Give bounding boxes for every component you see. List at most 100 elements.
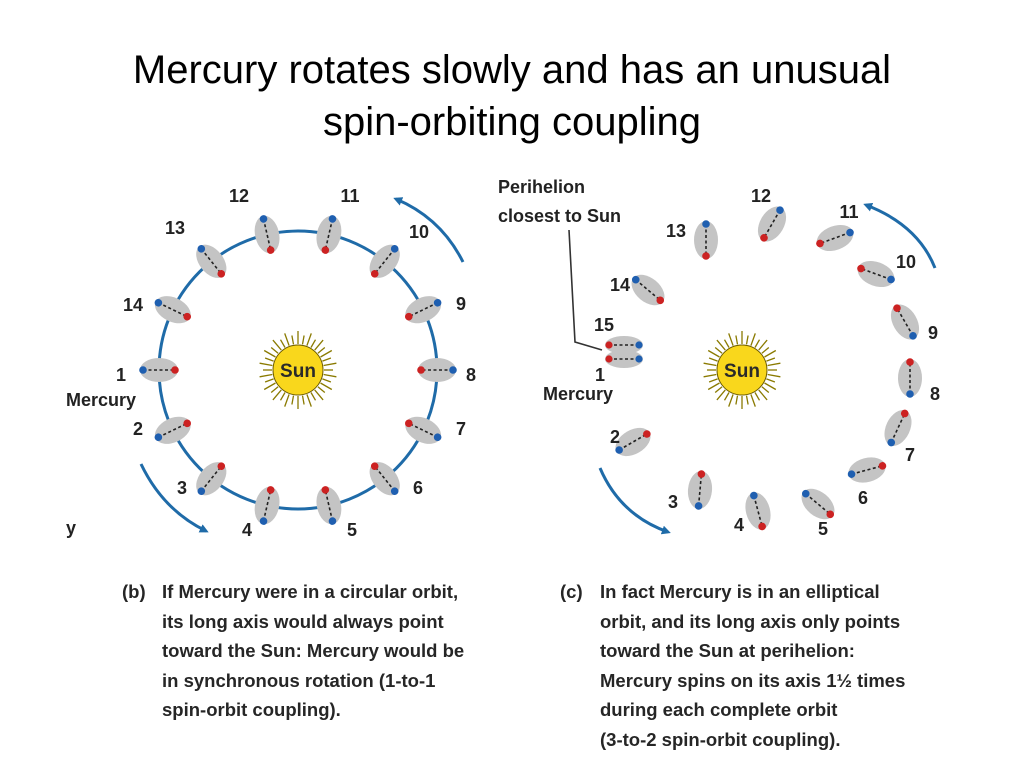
planet-body bbox=[757, 206, 787, 242]
sun-ray bbox=[320, 349, 333, 358]
red-pole-marker bbox=[217, 270, 226, 278]
mercury-positions bbox=[139, 215, 457, 525]
sun-ray bbox=[767, 362, 781, 367]
title-line-2: spin-orbiting coupling bbox=[322, 100, 701, 144]
blue-pole-marker bbox=[390, 244, 399, 253]
red-pole-marker bbox=[605, 355, 613, 363]
position-label: 8 bbox=[466, 365, 476, 385]
planet-body bbox=[316, 486, 342, 525]
sun-ray bbox=[270, 347, 279, 354]
planet-body bbox=[694, 221, 718, 259]
planet-body bbox=[154, 416, 191, 444]
blue-pole-marker bbox=[906, 390, 914, 398]
red-pole-marker bbox=[857, 264, 865, 273]
planet-body bbox=[857, 260, 895, 288]
mercury-planet bbox=[757, 206, 787, 242]
red-pole-marker bbox=[404, 419, 413, 428]
position-label: 11 bbox=[340, 186, 359, 206]
planet-body bbox=[884, 410, 912, 446]
position-label: 5 bbox=[347, 520, 357, 540]
red-pole-marker bbox=[826, 510, 835, 519]
sun-label: Sun bbox=[280, 361, 316, 382]
red-pole-marker bbox=[370, 462, 379, 470]
red-pole-marker bbox=[183, 419, 192, 428]
blue-pole-marker bbox=[433, 433, 442, 442]
planet-body bbox=[801, 488, 835, 520]
planet-body bbox=[615, 427, 651, 457]
position-label: 2 bbox=[133, 419, 143, 439]
planet-body bbox=[605, 336, 643, 354]
sun-icon: Sun bbox=[259, 331, 337, 409]
orbit-direction-arrow-top bbox=[393, 197, 465, 263]
blue-pole-marker bbox=[631, 275, 640, 284]
mercury-planet bbox=[898, 358, 922, 398]
red-pole-marker bbox=[702, 252, 710, 260]
mercury-planet bbox=[139, 358, 179, 382]
sun-ray bbox=[764, 382, 777, 391]
position-label: 15 bbox=[594, 315, 614, 335]
sun-ray bbox=[320, 382, 333, 391]
sun-ray bbox=[764, 349, 777, 358]
mercury-planet bbox=[154, 416, 192, 444]
mercury-positions bbox=[605, 206, 922, 531]
sun-ray bbox=[716, 389, 726, 401]
sun-ray bbox=[766, 357, 776, 362]
position-label: 13 bbox=[666, 221, 686, 241]
mercury-planet bbox=[154, 296, 192, 324]
sun-label: Sun bbox=[724, 361, 760, 382]
mercury-planet bbox=[890, 304, 920, 340]
caption-b-line-5: spin-orbit coupling). bbox=[162, 699, 341, 720]
mercury-planet bbox=[254, 486, 280, 525]
position-label: 6 bbox=[858, 488, 868, 508]
mercury-planet bbox=[631, 274, 665, 306]
sun-ray bbox=[270, 386, 279, 393]
sun-ray bbox=[279, 339, 286, 348]
red-pole-marker bbox=[321, 486, 330, 494]
mercury-planet bbox=[745, 491, 771, 531]
sun-ray bbox=[723, 339, 730, 348]
position-label: 4 bbox=[242, 520, 252, 540]
blue-pole-marker bbox=[635, 355, 643, 363]
slide-title: Mercury rotates slowly and has an unusua… bbox=[0, 44, 1024, 148]
sun-ray bbox=[750, 333, 756, 346]
position-label: 14 bbox=[123, 295, 143, 315]
mercury-planet bbox=[884, 409, 912, 447]
planet-body bbox=[687, 471, 713, 509]
planet-body bbox=[254, 215, 280, 254]
sun-ray bbox=[703, 362, 717, 367]
sun-ray bbox=[707, 349, 720, 358]
red-pole-marker bbox=[643, 430, 651, 438]
blue-pole-marker bbox=[197, 487, 206, 496]
sun-ray bbox=[707, 382, 720, 391]
sun-ray bbox=[703, 373, 717, 378]
sun-ray bbox=[714, 386, 723, 393]
red-pole-marker bbox=[266, 486, 275, 494]
position-label: 1 bbox=[116, 365, 126, 385]
panel-letter-c: (c) bbox=[560, 581, 583, 602]
red-pole-marker bbox=[878, 462, 887, 470]
planet-body bbox=[816, 224, 854, 252]
red-pole-marker bbox=[697, 470, 706, 478]
mercury-label: Mercury bbox=[66, 390, 136, 410]
orbit-direction-arrow-top bbox=[863, 202, 937, 269]
position-label: 12 bbox=[751, 186, 771, 206]
sun-ray bbox=[314, 339, 324, 351]
blue-pole-marker bbox=[433, 298, 442, 307]
sun-ray bbox=[708, 357, 718, 362]
mercury-planet bbox=[316, 215, 342, 254]
sun-ray bbox=[291, 395, 295, 405]
sun-ray bbox=[272, 339, 282, 351]
mercury-planet bbox=[196, 244, 227, 278]
mercury-planet bbox=[615, 427, 651, 457]
sun-ray bbox=[766, 378, 776, 383]
sun-icon: Sun bbox=[703, 331, 781, 409]
planet-body bbox=[405, 296, 442, 324]
position-label: 9 bbox=[456, 294, 466, 314]
sun-ray bbox=[761, 347, 770, 354]
sun-ray bbox=[259, 362, 273, 367]
sun-ray bbox=[310, 339, 317, 348]
caption-c-line-4: Mercury spins on its axis 1½ times bbox=[600, 669, 906, 691]
